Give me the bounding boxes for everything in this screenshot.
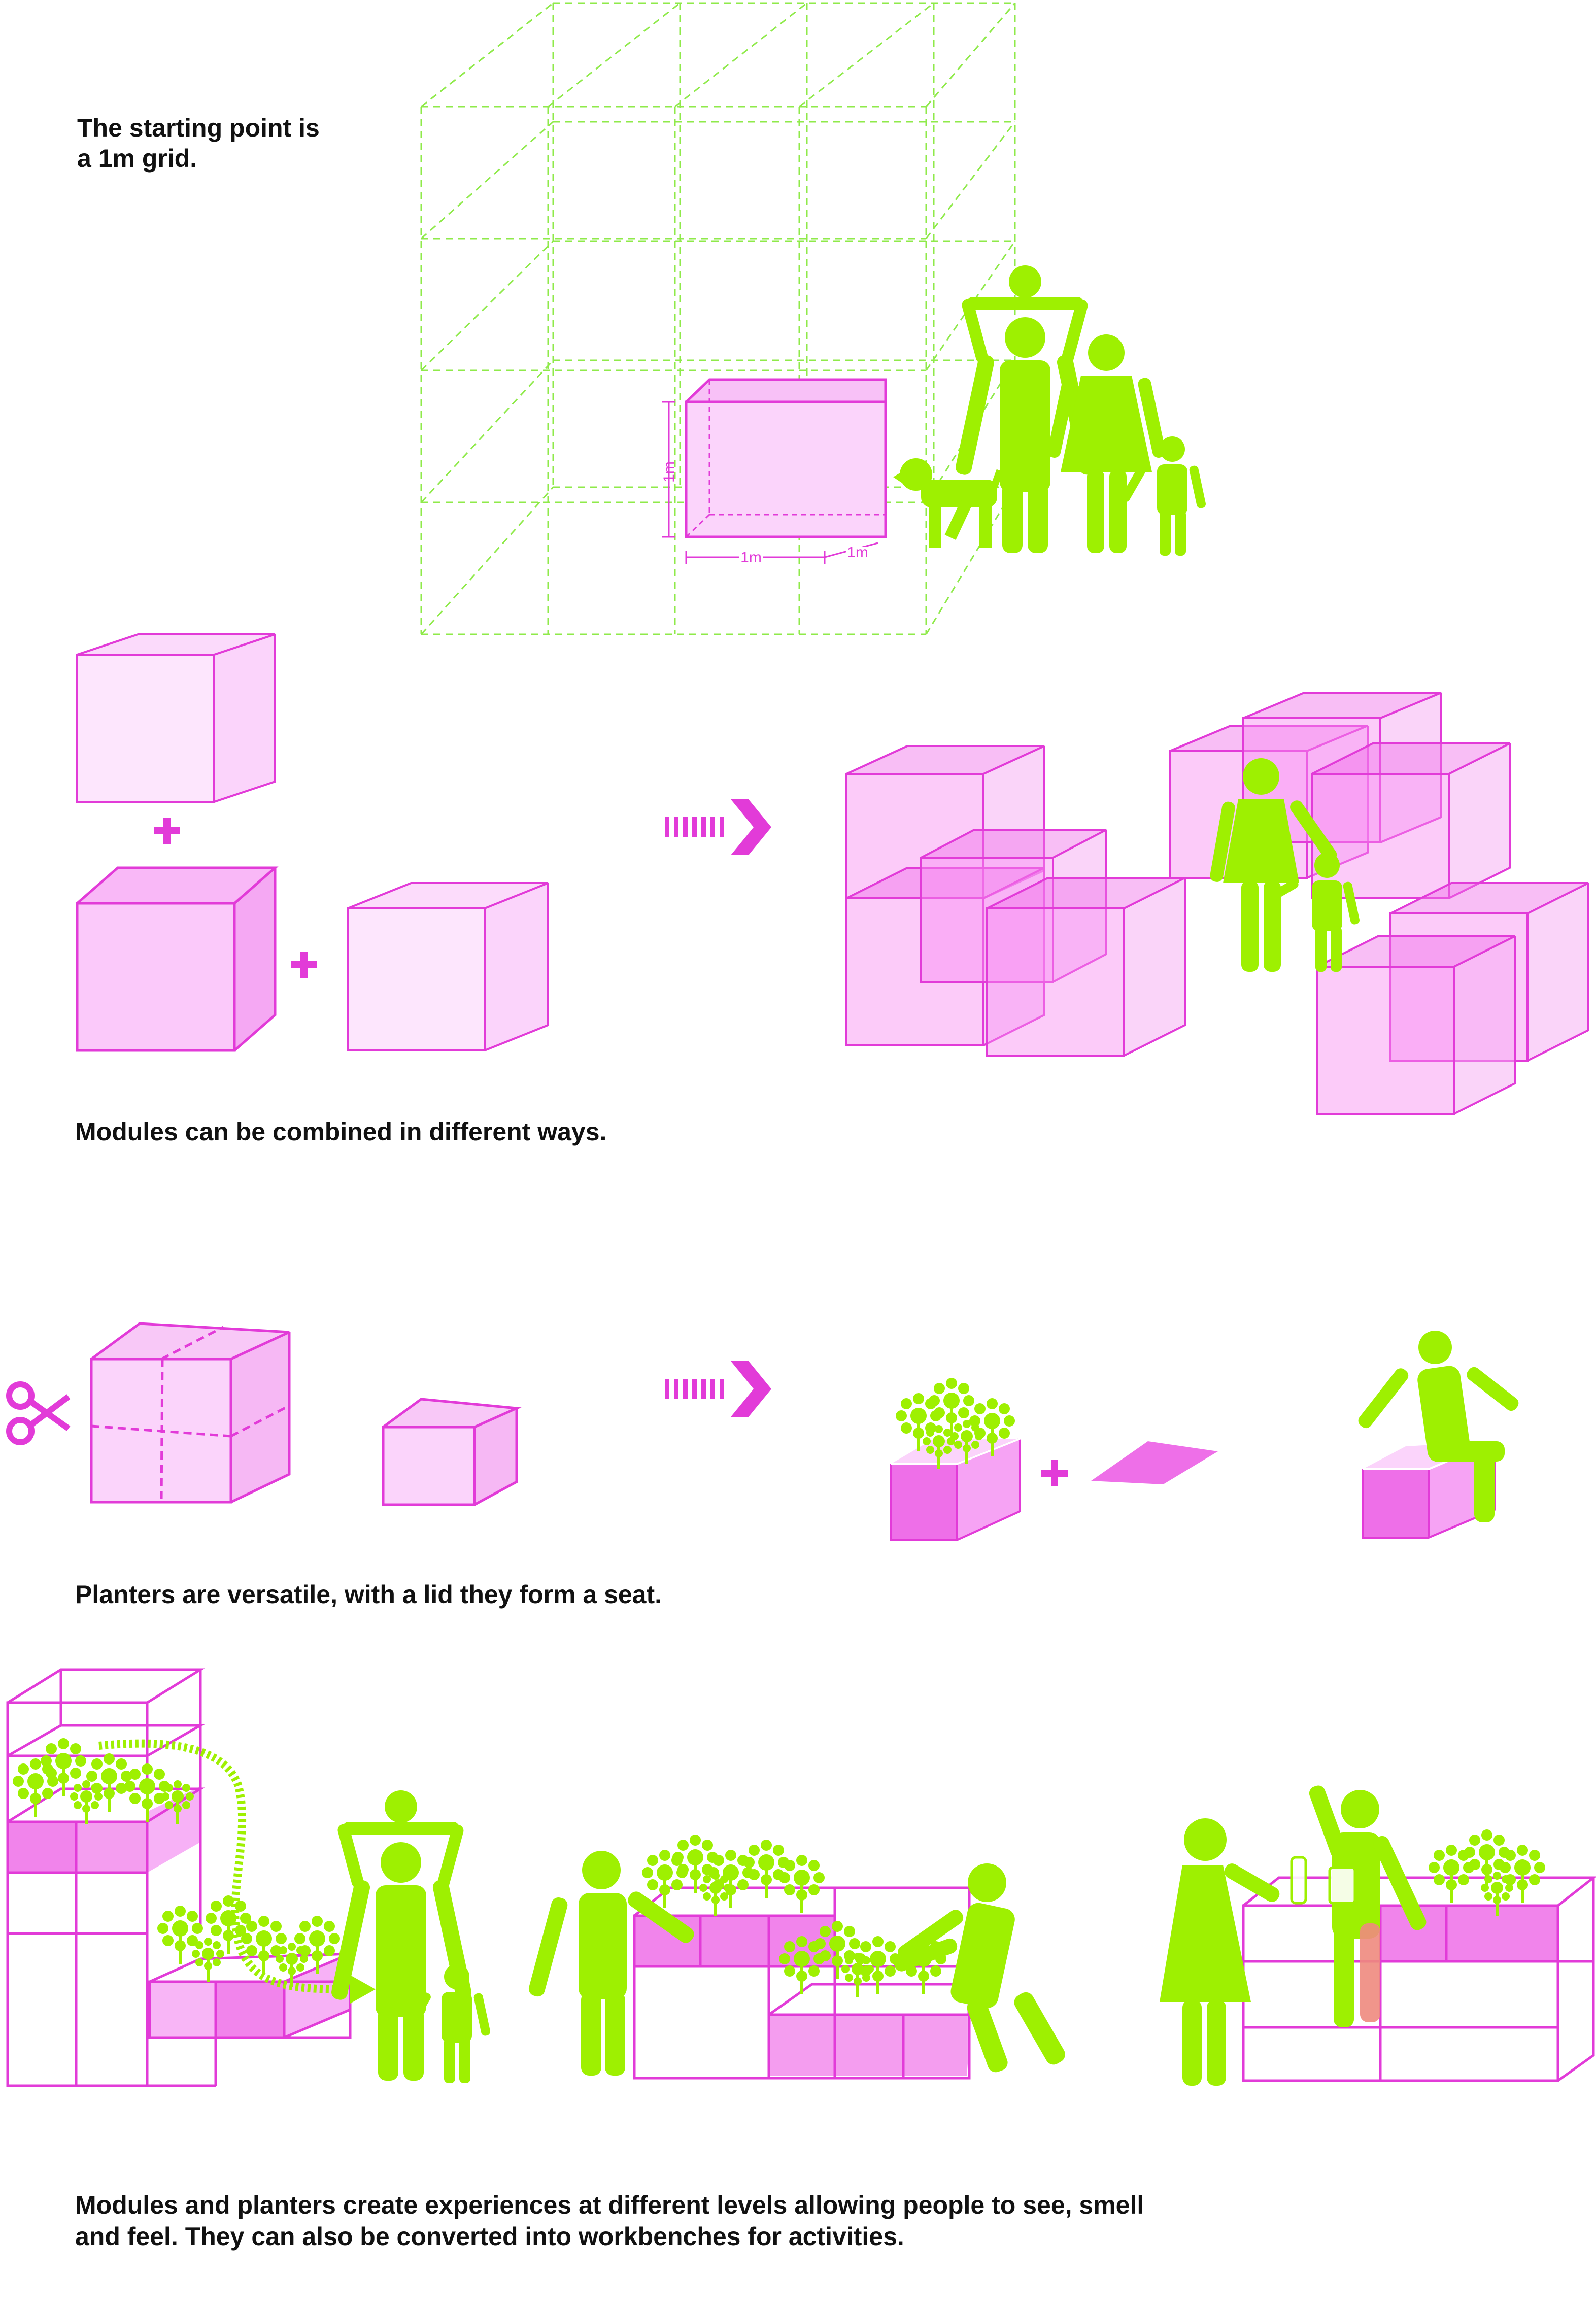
flower-icon — [1429, 1829, 1545, 1916]
module-cube — [347, 882, 549, 1051]
lid — [1091, 1441, 1218, 1484]
dog-icon — [893, 458, 1004, 548]
planters-caption: Planters are versatile, with a lid they … — [75, 1580, 662, 1609]
combine-section — [76, 633, 1589, 1115]
stacked-planters — [6, 1668, 352, 2087]
module-cube — [1316, 935, 1516, 1115]
levels-caption-line1: Modules and planters create experiences … — [75, 2191, 1144, 2219]
one-metre-grid — [420, 2, 1016, 635]
half-module — [382, 1398, 522, 1506]
combined-modules — [845, 692, 1589, 1115]
levels-caption-line2: and feel. They can also be converted int… — [75, 2222, 904, 2251]
person-icon — [956, 265, 1096, 553]
child-icon — [1121, 436, 1206, 556]
plus-icon — [154, 818, 180, 844]
module-cube — [1311, 742, 1511, 899]
person-icon — [528, 1851, 694, 2076]
width-label: 1m — [740, 549, 762, 566]
child-icon — [405, 1964, 490, 2083]
scissors-icon — [6, 1381, 71, 1445]
module-cube — [76, 633, 276, 803]
arrow-right-icon — [350, 1975, 376, 2004]
person-icon — [1358, 1331, 1519, 1522]
cut-cube — [90, 1322, 291, 1504]
depth-label: 1m — [847, 544, 868, 561]
plus-icon — [291, 952, 317, 978]
grid-section: 1m 1m 1m — [420, 2, 1206, 635]
separate-modules — [76, 633, 549, 1052]
person-icon — [1210, 758, 1337, 972]
arrow-right-icon — [665, 1361, 771, 1417]
flow-arrow — [98, 1739, 351, 1993]
person-icon — [1160, 1818, 1280, 2086]
child-icon — [1266, 853, 1360, 972]
grid-caption-line1: The starting point is — [77, 114, 320, 142]
height-label: 1m — [661, 461, 677, 483]
grid-caption-line2: a 1m grid. — [77, 144, 197, 173]
planter-module — [890, 1378, 1021, 1541]
levels-section — [6, 1668, 1596, 2087]
module-cube — [845, 867, 1045, 1046]
module-cube — [76, 866, 279, 1052]
arrow-right-icon — [665, 799, 771, 855]
module-cube — [986, 877, 1186, 1057]
combine-caption: Modules can be combined in different way… — [75, 1117, 607, 1146]
person-icon — [1047, 334, 1166, 553]
planters-section — [6, 1322, 1519, 1541]
unit-cube: 1m 1m 1m — [661, 378, 887, 568]
plus-icon — [1041, 1460, 1068, 1486]
person-icon — [894, 1863, 1065, 2073]
person-icon — [1290, 1785, 1427, 2027]
